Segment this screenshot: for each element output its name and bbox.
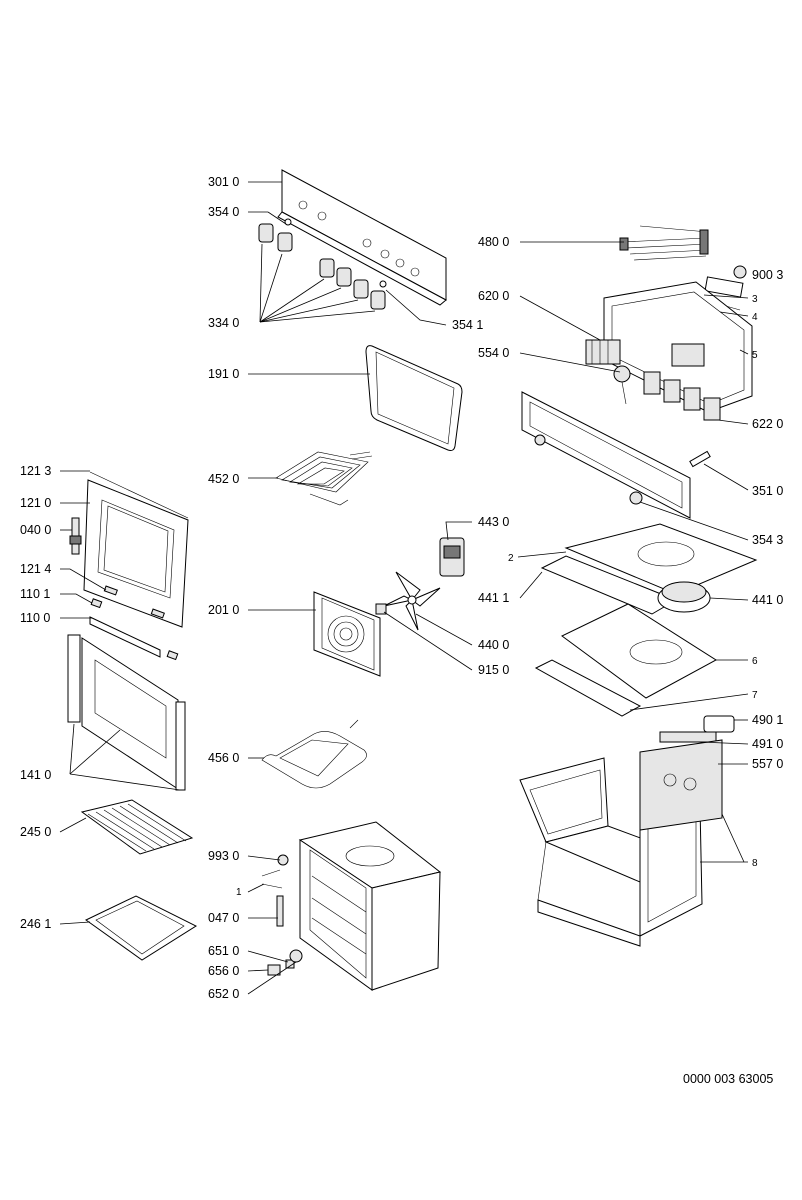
label-354-3: 354 3 bbox=[752, 533, 783, 547]
label-191-0: 191 0 bbox=[208, 367, 239, 381]
label-452-0: 452 0 bbox=[208, 472, 239, 486]
label-110-0: 110 0 bbox=[20, 611, 50, 625]
control-knobs bbox=[258, 218, 387, 310]
bottom-heating-element bbox=[261, 719, 367, 789]
control-panel-fascia bbox=[277, 169, 447, 306]
label-656-0: 656 0 bbox=[208, 964, 239, 978]
label-1: 1 bbox=[236, 887, 242, 898]
label-490-1: 490 1 bbox=[752, 713, 783, 727]
label-351-0: 351 0 bbox=[752, 484, 783, 498]
label-557-0: 557 0 bbox=[752, 757, 783, 771]
door-handle-bar bbox=[89, 616, 161, 658]
label-554-0: 554 0 bbox=[478, 346, 509, 360]
convection-fan-blade bbox=[375, 571, 441, 631]
wiring-harness bbox=[619, 225, 709, 261]
label-652-0: 652 0 bbox=[208, 987, 239, 1001]
bottom-panel bbox=[534, 659, 642, 717]
label-8: 8 bbox=[752, 858, 758, 869]
label-040-0: 040 0 bbox=[20, 523, 51, 537]
outer-door-glass bbox=[67, 634, 186, 791]
label-5: 5 bbox=[752, 350, 758, 361]
control-switch-bank bbox=[643, 371, 721, 421]
label-993-0: 993 0 bbox=[208, 849, 239, 863]
fan-housing bbox=[657, 581, 711, 613]
label-354-0: 354 0 bbox=[208, 205, 239, 219]
label-441-0: 441 0 bbox=[752, 593, 783, 607]
rear-fan-cover bbox=[313, 591, 381, 677]
label-121-4: 121 4 bbox=[20, 562, 51, 576]
part-labels: 301 0 354 0 334 0 354 1 191 0 452 0 121 … bbox=[20, 175, 783, 1086]
label-301-0: 301 0 bbox=[208, 175, 239, 189]
label-2: 2 bbox=[508, 553, 514, 564]
label-915-0: 915 0 bbox=[478, 663, 509, 677]
label-121-3: 121 3 bbox=[20, 464, 51, 478]
label-440-0: 440 0 bbox=[478, 638, 509, 652]
convection-fan-motor bbox=[439, 537, 465, 577]
label-201-0: 201 0 bbox=[208, 603, 239, 617]
label-245-0: 245 0 bbox=[20, 825, 51, 839]
lamp-and-screw-parts bbox=[261, 854, 303, 976]
label-354-1: 354 1 bbox=[452, 318, 483, 332]
terminal-block bbox=[585, 339, 621, 365]
door-hinge bbox=[69, 517, 82, 555]
baking-tray bbox=[85, 895, 198, 961]
door-clips bbox=[90, 585, 179, 661]
electronics-housing bbox=[603, 281, 753, 413]
label-900-3: 900 3 bbox=[752, 268, 783, 282]
grill-heating-element bbox=[275, 451, 373, 506]
label-622-0: 622 0 bbox=[752, 417, 783, 431]
top-liner-panel bbox=[540, 523, 758, 615]
label-121-0: 121 0 bbox=[20, 496, 51, 510]
label-6: 6 bbox=[752, 656, 758, 667]
label-480-0: 480 0 bbox=[478, 235, 509, 249]
oven-wire-rack bbox=[80, 799, 194, 855]
oven-door-gasket bbox=[365, 345, 463, 451]
label-047-0: 047 0 bbox=[208, 911, 239, 925]
drawing-reference-number: 0000 003 63005 bbox=[683, 1072, 773, 1086]
label-110-1: 110 1 bbox=[20, 587, 50, 601]
outer-oven-casing bbox=[519, 739, 723, 947]
label-4: 4 bbox=[752, 312, 758, 323]
label-141-0: 141 0 bbox=[20, 768, 51, 782]
label-7: 7 bbox=[752, 690, 758, 701]
control-panel-frame bbox=[521, 391, 691, 519]
spindle-and-bushing bbox=[629, 450, 711, 505]
label-456-0: 456 0 bbox=[208, 751, 239, 765]
label-620-0: 620 0 bbox=[478, 289, 509, 303]
oven-cavity bbox=[298, 821, 442, 991]
label-3: 3 bbox=[752, 294, 758, 305]
label-441-1: 441 1 bbox=[478, 591, 509, 605]
thermostat bbox=[613, 365, 631, 405]
label-443-0: 443 0 bbox=[478, 515, 509, 529]
label-246-1: 246 1 bbox=[20, 917, 51, 931]
label-491-0: 491 0 bbox=[752, 737, 783, 751]
label-651-0: 651 0 bbox=[208, 944, 239, 958]
label-334-0: 334 0 bbox=[208, 316, 239, 330]
leader-lines bbox=[59, 181, 749, 995]
